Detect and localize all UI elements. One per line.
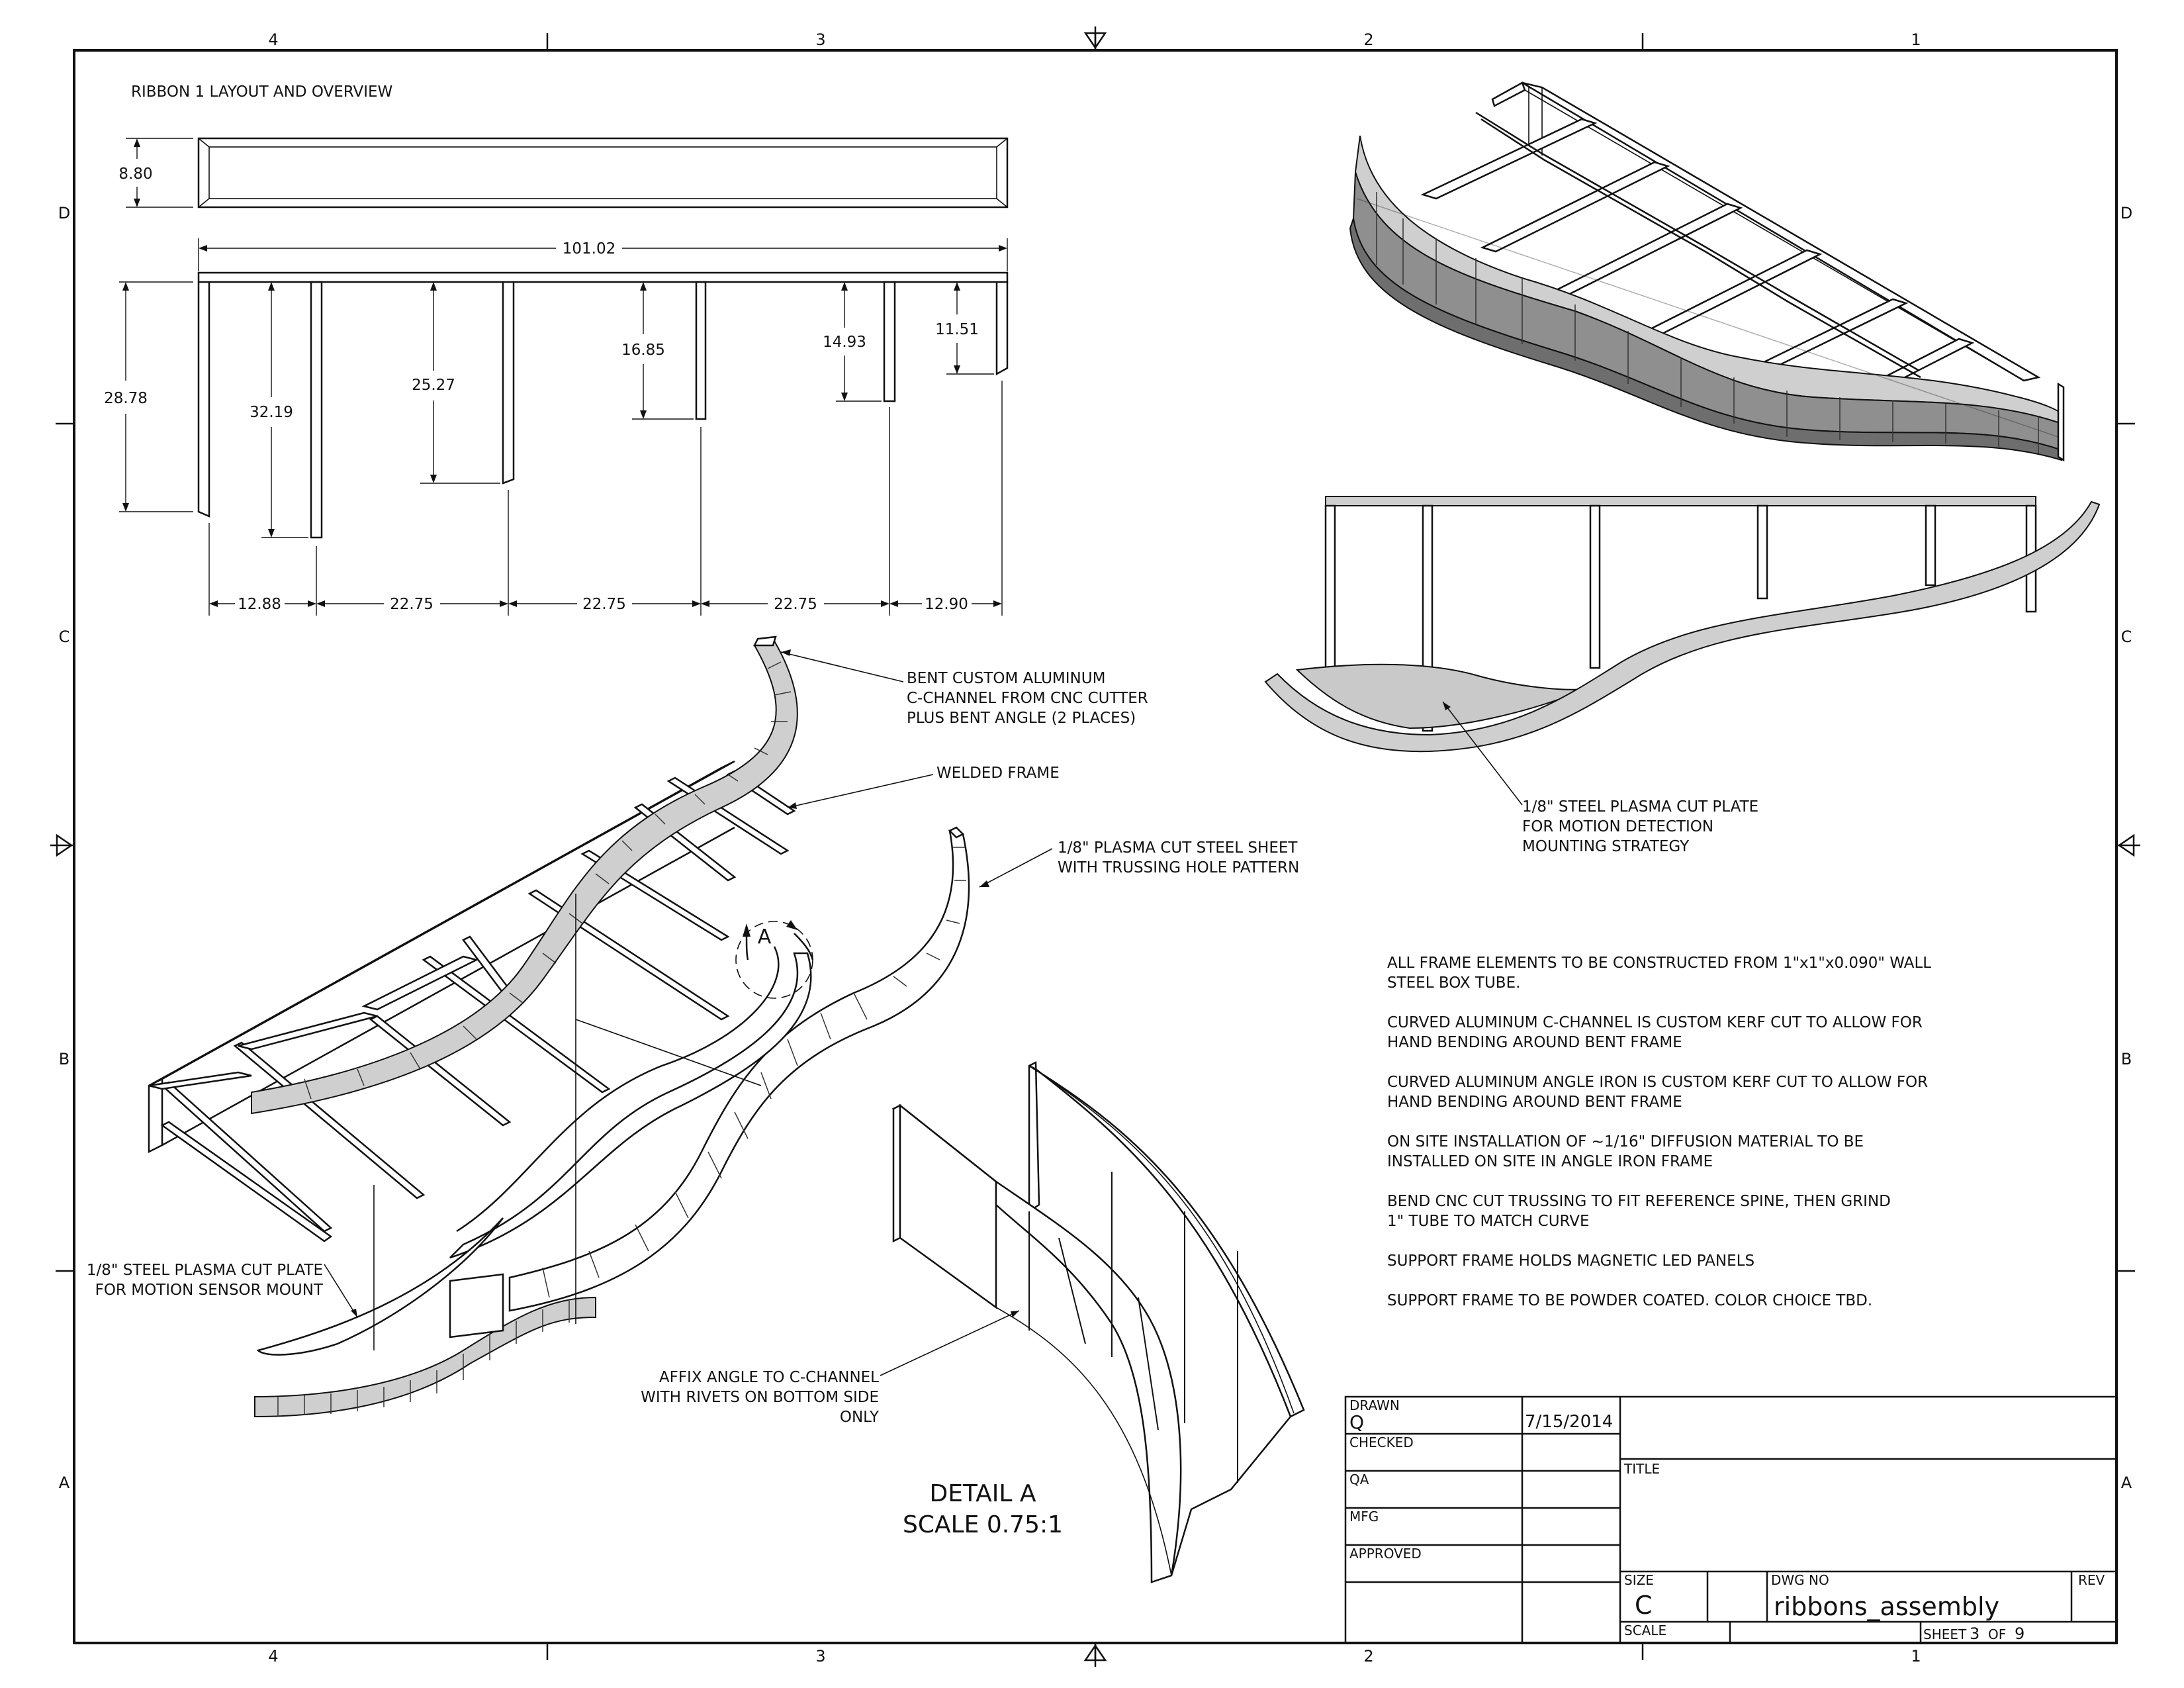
callout-line: WELDED FRAME [936, 765, 1060, 782]
general-notes: ALL FRAME ELEMENTS TO BE CONSTRUCTED FRO… [1387, 955, 1931, 1309]
zone-left-c: C [59, 628, 70, 646]
zone-bottom-2: 2 [1363, 1647, 1373, 1665]
dim-span2: 22.75 [390, 596, 433, 613]
dim-overall-length: 101.02 [563, 240, 615, 258]
callout-line: BENT CUSTOM ALUMINUM [907, 670, 1105, 687]
zone-top-4: 4 [268, 30, 278, 49]
center-mark-left [50, 833, 74, 857]
note-line: SUPPORT FRAME HOLDS MAGNETIC LED PANELS [1387, 1252, 1754, 1270]
note-line: HAND BENDING AROUND BENT FRAME [1387, 1034, 1682, 1051]
front-view [119, 271, 1009, 616]
callout-line: AFFIX ANGLE TO C-CHANNEL [659, 1369, 879, 1386]
title-block [1344, 1395, 2118, 1644]
zone-left-d: D [58, 204, 70, 222]
size-value: C [1635, 1591, 1653, 1620]
zone-right-d: D [2120, 204, 2132, 222]
callout-line: C-CHANNEL FROM CNC CUTTER [907, 690, 1148, 707]
zone-right-b: B [2121, 1050, 2132, 1068]
dim-span1: 12.88 [238, 596, 281, 613]
zone-left-b: B [59, 1050, 69, 1068]
note-line: ALL FRAME ELEMENTS TO BE CONSTRUCTED FRO… [1387, 955, 1931, 972]
drawn-by: Q [1349, 1411, 1364, 1433]
iso-render-view [1349, 81, 2065, 462]
main-assembly-view [148, 635, 970, 1418]
dwg-no-label: DWG NO [1771, 1572, 1829, 1588]
zone-bottom-3: 3 [815, 1647, 825, 1665]
zone-top-2: 2 [1363, 30, 1373, 49]
sheet-number: 3 [1970, 1624, 1979, 1643]
callout-line: 1/8" STEEL PLASMA CUT PLATE [1522, 798, 1758, 816]
detail-title: DETAIL A [929, 1480, 1036, 1507]
size-label: SIZE [1624, 1572, 1654, 1588]
center-mark-top [1083, 26, 1107, 50]
zone-right-c: C [2121, 628, 2132, 646]
callout-line: 1/8" STEEL PLASMA CUT PLATE [87, 1262, 323, 1279]
callout-motion-sensor-mount: 1/8" STEEL PLASMA CUT PLATE FOR MOTION S… [87, 1262, 324, 1299]
sheet-border: 4 3 2 1 4 3 2 1 D C B A D C B A [50, 26, 2140, 1667]
note-line: INSTALLED ON SITE IN ANGLE IRON FRAME [1387, 1153, 1713, 1170]
callout-c-channel: BENT CUSTOM ALUMINUM C-CHANNEL FROM CNC … [907, 670, 1148, 727]
note-line: STEEL BOX TUBE. [1387, 974, 1520, 992]
callout-motion-detection: 1/8" STEEL PLASMA CUT PLATE FOR MOTION D… [1522, 798, 1758, 855]
center-mark-right [2116, 833, 2140, 857]
qa-label: QA [1349, 1472, 1369, 1487]
note-line: ON SITE INSTALLATION OF ~1/16" DIFFUSION… [1387, 1133, 1864, 1150]
callout-line: MOUNTING STRATEGY [1522, 838, 1690, 855]
leader-lines [324, 649, 1523, 1376]
callout-line: 1/8" PLASMA CUT STEEL SHEET [1058, 839, 1298, 857]
zone-top-3: 3 [815, 30, 825, 49]
callout-welded-frame: WELDED FRAME [936, 765, 1060, 782]
dim-span5: 12.90 [925, 596, 968, 613]
callout-line: ONLY [840, 1409, 880, 1426]
dim-left-height: 28.78 [104, 390, 148, 407]
callout-line: FOR MOTION SENSOR MOUNT [95, 1282, 324, 1299]
note-line: HAND BENDING AROUND BENT FRAME [1387, 1094, 1682, 1111]
dim-leg1: 32.19 [250, 404, 293, 421]
dim-overall-line [198, 238, 1008, 271]
of-label: OF [1988, 1626, 2006, 1642]
side-elevation-view [1264, 496, 2101, 753]
zone-top-1: 1 [1911, 30, 1921, 49]
zone-bottom-1: 1 [1911, 1647, 1921, 1665]
dim-leg5: 11.51 [935, 321, 979, 338]
sheet-label: SHEET [1923, 1626, 1967, 1642]
approved-label: APPROVED [1349, 1546, 1422, 1562]
zone-right-a: A [2121, 1474, 2132, 1492]
dim-span3: 22.75 [582, 596, 626, 613]
checked-label: CHECKED [1349, 1434, 1414, 1450]
layout-title: RIBBON 1 LAYOUT AND OVERVIEW [131, 83, 392, 101]
dim-leg3: 16.85 [621, 342, 665, 359]
callout-line: FOR MOTION DETECTION [1522, 818, 1713, 835]
top-view [126, 137, 1009, 209]
title-label: TITLE [1623, 1461, 1660, 1477]
zone-left-a: A [59, 1474, 70, 1492]
dwg-no-value: ribbons_assembly [1774, 1592, 1999, 1621]
drawn-date: 7/15/2014 [1525, 1412, 1613, 1432]
mfg-label: MFG [1349, 1509, 1379, 1524]
callout-line: PLUS BENT ANGLE (2 PLACES) [907, 710, 1136, 727]
drawn-label: DRAWN [1349, 1397, 1400, 1413]
dim-leg4: 14.93 [823, 334, 866, 351]
zone-bottom-4: 4 [268, 1647, 278, 1665]
detail-marker-label: A [758, 925, 772, 949]
note-line: 1" TUBE TO MATCH CURVE [1387, 1213, 1590, 1230]
callout-affix-angle: AFFIX ANGLE TO C-CHANNEL WITH RIVETS ON … [641, 1369, 880, 1426]
detail-scale: SCALE 0.75:1 [903, 1511, 1063, 1538]
callout-steel-sheet: 1/8" PLASMA CUT STEEL SHEET WITH TRUSSIN… [1058, 839, 1299, 876]
note-line: BEND CNC CUT TRUSSING TO FIT REFERENCE S… [1387, 1193, 1891, 1210]
scale-label: SCALE [1624, 1622, 1666, 1638]
dim-height-top: 8.80 [118, 165, 152, 183]
note-line: CURVED ALUMINUM C-CHANNEL IS CUSTOM KERF… [1387, 1014, 1923, 1031]
dim-span4: 22.75 [774, 596, 817, 613]
sheet-total: 9 [2015, 1624, 2025, 1643]
note-line: SUPPORT FRAME TO BE POWDER COATED. COLOR… [1387, 1292, 1872, 1309]
note-line: CURVED ALUMINUM ANGLE IRON IS CUSTOM KER… [1387, 1074, 1928, 1091]
center-mark-bottom [1083, 1643, 1107, 1667]
rev-label: REV [2078, 1572, 2105, 1588]
callout-line: WITH RIVETS ON BOTTOM SIDE [641, 1389, 879, 1406]
callout-line: WITH TRUSSING HOLE PATTERN [1058, 859, 1299, 876]
detail-a-view [891, 1061, 1305, 1583]
dim-leg2: 25.27 [412, 377, 455, 394]
